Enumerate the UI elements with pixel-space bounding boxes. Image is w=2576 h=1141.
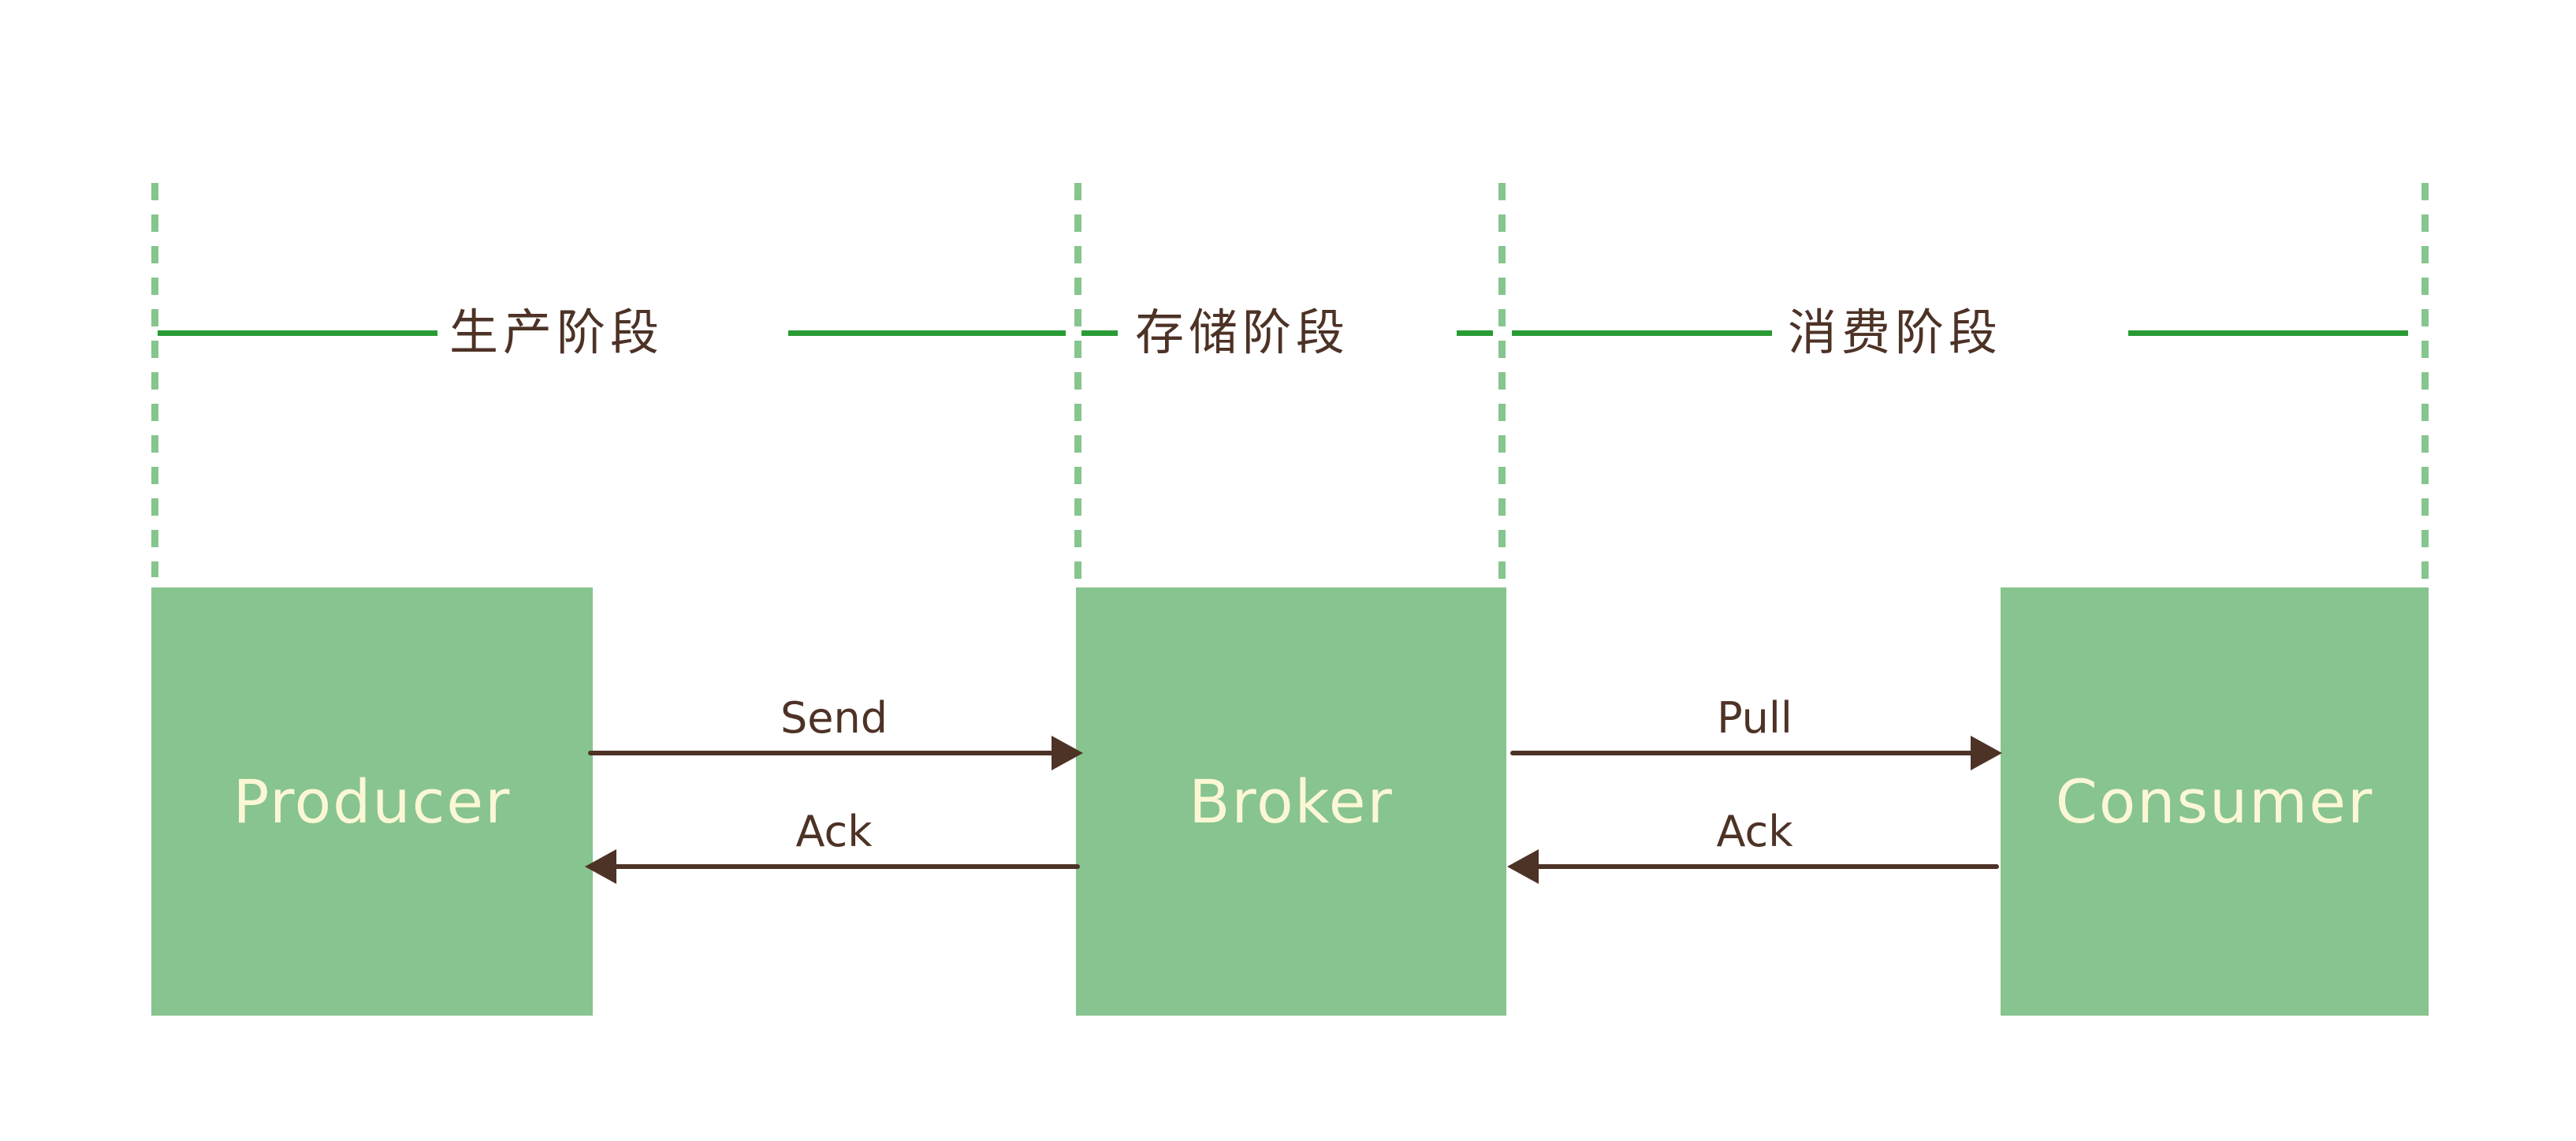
message-send-line (588, 751, 1080, 755)
stage-rule-consumption-left (1512, 330, 1772, 336)
arrowhead-right-icon (1971, 736, 2002, 770)
message-pull-line (1510, 751, 1999, 755)
node-consumer[interactable]: Consumer (2001, 587, 2429, 1016)
message-ack-producer-label: Ack (795, 807, 873, 856)
message-ack-consumer-label: Ack (1716, 807, 1793, 856)
stage-rule-production-left (158, 330, 437, 336)
arrowhead-left-icon (585, 849, 616, 884)
stage-rule-production-right (788, 330, 1066, 336)
dashed-separator-broker-left (1074, 183, 1081, 588)
stage-rule-storage-right (1457, 330, 1493, 336)
dashed-separator-left (151, 183, 158, 577)
node-producer[interactable]: Producer (151, 587, 593, 1016)
arrowhead-right-icon (1052, 736, 1083, 770)
stage-label-consumption: 消费阶段 (1788, 304, 2003, 361)
stage-label-production: 生产阶段 (449, 304, 664, 361)
dashed-separator-right (2422, 183, 2429, 588)
node-broker[interactable]: Broker (1076, 587, 1506, 1016)
message-ack-consumer-line (1510, 864, 1999, 869)
message-pull-label: Pull (1717, 693, 1792, 743)
stage-rule-consumption-right (2128, 330, 2408, 336)
node-broker-label: Broker (1189, 766, 1394, 837)
node-consumer-label: Consumer (2055, 766, 2374, 837)
dashed-separator-broker-right (1498, 183, 1506, 588)
message-send-label: Send (780, 693, 888, 743)
message-ack-producer: Ack (585, 807, 1080, 884)
node-producer-label: Producer (233, 766, 512, 837)
message-pull: Pull (1510, 693, 2002, 770)
arrowhead-left-icon (1507, 849, 1539, 884)
stage-rule-storage-left (1081, 330, 1118, 336)
stage-label-storage: 存储阶段 (1135, 304, 1350, 361)
message-send: Send (588, 693, 1083, 770)
message-ack-consumer: Ack (1507, 807, 1999, 884)
message-ack-producer-line (588, 864, 1080, 869)
